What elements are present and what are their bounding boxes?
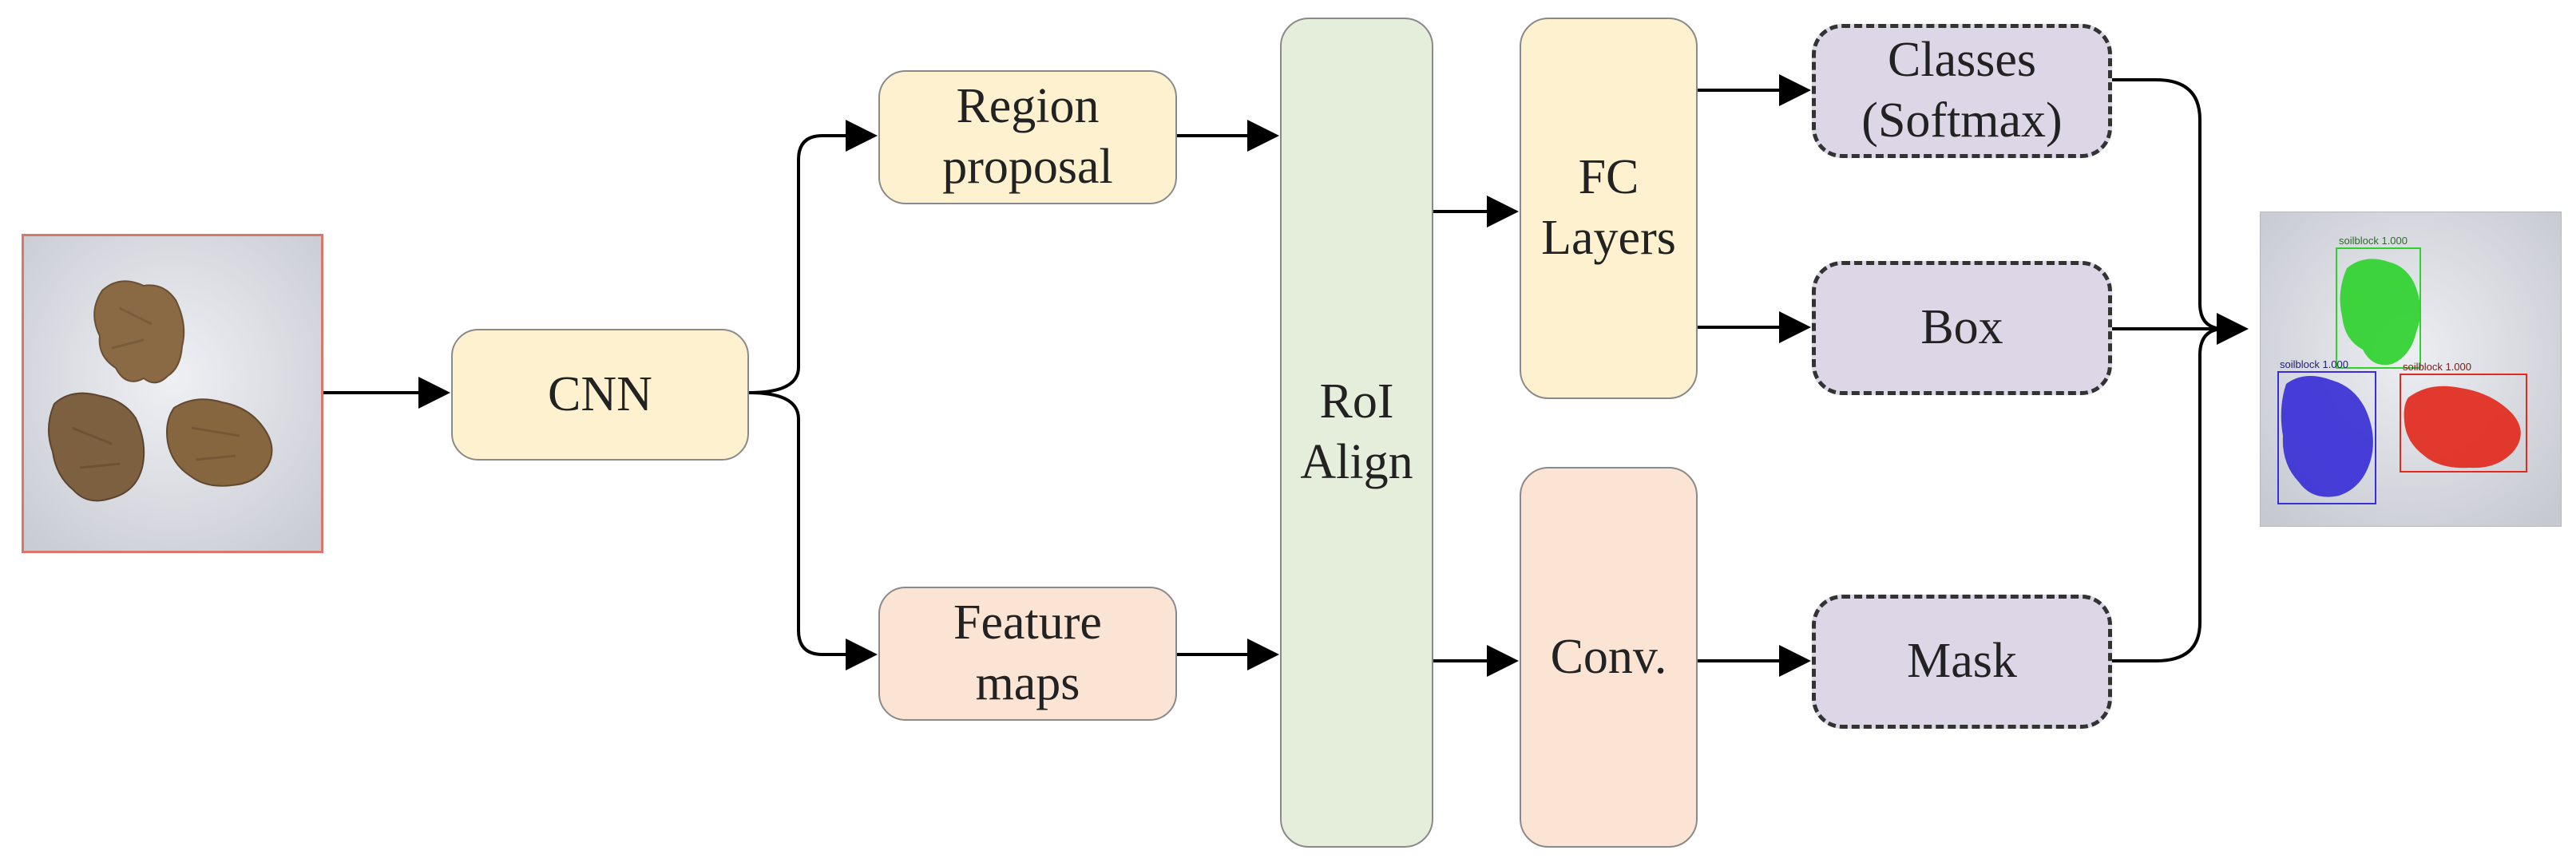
roi-align-label-line2: Align [1300,435,1413,489]
classes-label-line1: Classes [1888,33,2036,88]
arrow-cnn-to-feature [748,391,878,670]
soil-block-top [93,280,185,384]
output-image: soilblock 1.000 soilblock 1.000 soilbloc… [2260,212,2562,527]
region-proposal-label-line2: proposal [942,140,1113,194]
mask-blue [2281,376,2373,497]
region-proposal-label-line1: Region [956,79,1100,134]
fc-layers-label-line2: Layers [1541,211,1676,265]
label-blue: soilblock 1.000 [2280,358,2348,370]
segmentation-result: soilblock 1.000 soilblock 1.000 soilbloc… [2261,212,2561,526]
soil-blocks-photo [24,236,321,551]
fc-layers-block: FC Layers [1520,18,1698,399]
box-block: Box [1812,261,2112,395]
region-proposal-block: Region proposal [878,70,1177,204]
feature-maps-label-line2: maps [975,656,1080,710]
arrow-classes-merge [2112,78,2225,330]
feature-maps-block: Feature maps [878,587,1177,721]
feature-maps-label-line1: Feature [953,595,1102,650]
label-green: soilblock 1.000 [2339,235,2408,247]
soil-block-right [166,398,273,487]
conv-label: Conv. [1550,629,1667,684]
cnn-label: CNN [548,366,652,421]
conv-block: Conv. [1520,467,1698,848]
cnn-block: CNN [451,329,749,461]
mask-red [2404,386,2521,469]
soil-block-left [48,392,145,502]
label-red: soilblock 1.000 [2403,361,2471,373]
mask-block: Mask [1812,595,2112,729]
classes-label-line2: (Softmax) [1861,93,2063,148]
classes-softmax-block: Classes (Softmax) [1812,24,2112,158]
mask-label: Mask [1907,634,2017,689]
box-label: Box [1920,300,2003,355]
roi-align-block: RoI Align [1280,18,1433,848]
arrow-cnn-to-region [748,120,878,394]
fc-layers-label-line1: FC [1578,150,1639,205]
roi-align-label-line1: RoI [1319,374,1394,429]
mask-green [2340,259,2420,366]
input-image [22,234,323,553]
arrow-mask-merge [2112,327,2225,662]
